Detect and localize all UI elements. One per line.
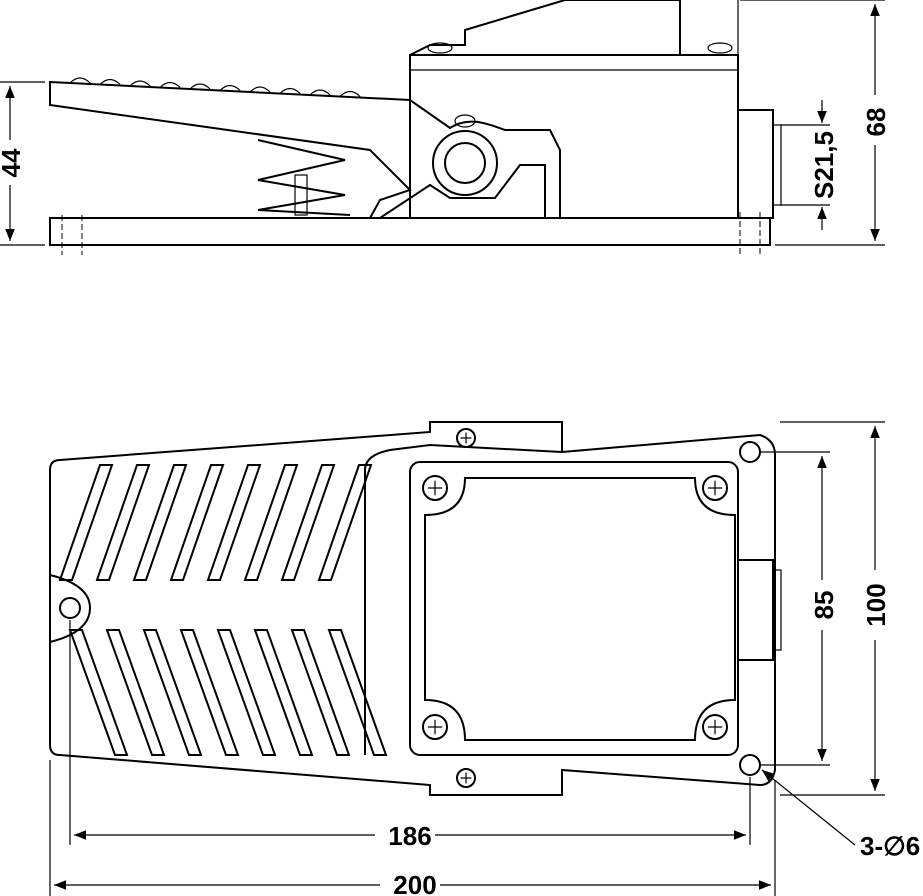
screw-icon — [702, 475, 728, 501]
grip-slot — [317, 464, 373, 581]
pedal-ridge — [249, 86, 271, 93]
grip-slot — [179, 629, 240, 756]
grip-slot — [142, 629, 203, 756]
grip-slot — [243, 464, 299, 581]
spring — [257, 139, 351, 216]
pedal-ridge — [279, 87, 301, 94]
dim-100: 100 — [861, 583, 891, 626]
grip-slot — [253, 629, 314, 756]
mount-hole — [739, 754, 761, 776]
dim-68: 68 — [861, 108, 891, 137]
grip-slot — [58, 464, 114, 581]
pedal-ridge — [309, 89, 331, 96]
screw-icon — [702, 714, 728, 740]
grip-slot — [169, 464, 225, 581]
dim-85: 85 — [809, 591, 839, 620]
pedal-ridge — [219, 84, 241, 91]
grip-slot — [68, 629, 129, 756]
screw-icon — [456, 768, 476, 788]
screw-icon — [456, 428, 476, 448]
screw-icon — [422, 475, 448, 501]
pedal-ridge — [99, 78, 121, 85]
pedal-ridge — [159, 81, 181, 88]
grip-slot — [105, 629, 166, 756]
grip-slot — [327, 629, 388, 756]
cable-gland — [737, 109, 774, 219]
dim-186: 186 — [388, 821, 431, 851]
grip-slot — [95, 464, 151, 581]
pivot — [444, 142, 486, 184]
switch-cover — [409, 461, 739, 756]
pedal-ridge — [129, 80, 151, 87]
mount-hole — [739, 441, 761, 463]
gland-top — [737, 559, 774, 661]
grip-slot — [280, 464, 336, 581]
dim-44: 44 — [0, 148, 26, 177]
dim-s21-5: S21,5 — [809, 131, 839, 199]
grip-slot — [290, 629, 351, 756]
hole-callout: 3-∅6 — [860, 831, 920, 861]
grip-slot — [132, 464, 188, 581]
screw-icon — [422, 714, 448, 740]
dim-200: 200 — [393, 870, 436, 896]
base-outline — [49, 421, 776, 796]
pedal-ridge — [69, 77, 91, 84]
side-view: 44 68 S21,5 — [0, 0, 891, 255]
grip-slot — [206, 464, 262, 581]
pedal-ridge — [339, 90, 361, 97]
grip-slot — [216, 629, 277, 756]
base-plate — [49, 217, 771, 246]
pedal-ridge — [189, 83, 211, 90]
mount-hole — [59, 597, 81, 619]
pedal — [49, 80, 561, 219]
top-view: 85 100 186 200 3-∅6 — [49, 421, 920, 896]
housing-lid — [409, 0, 681, 56]
